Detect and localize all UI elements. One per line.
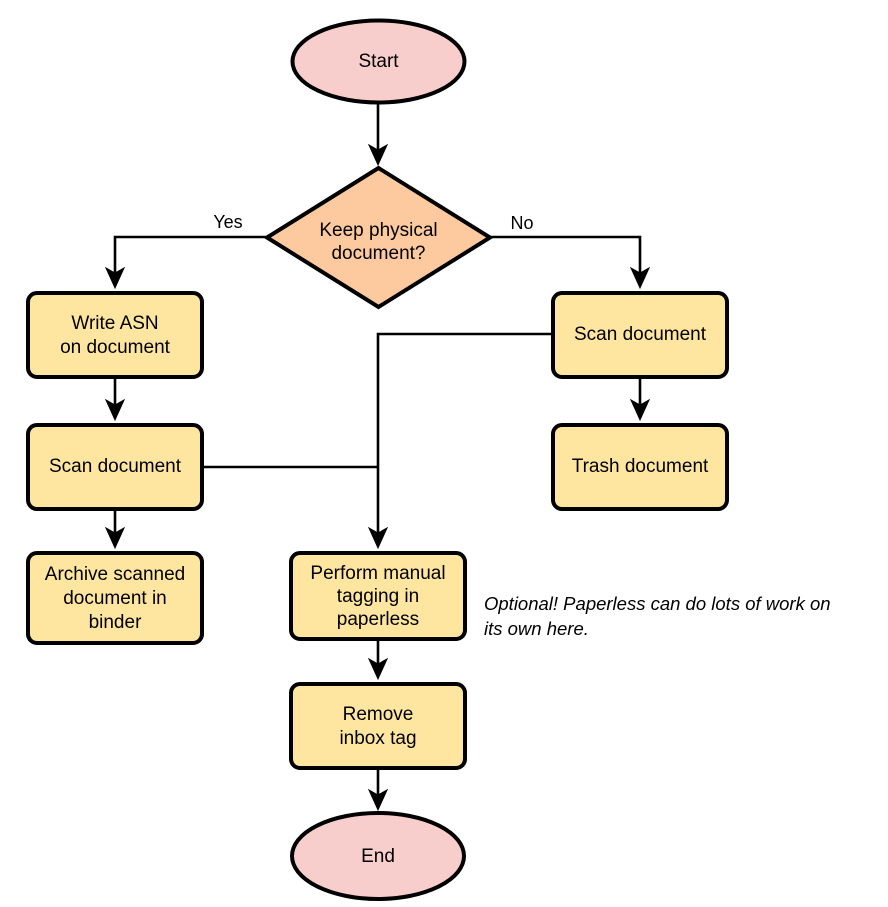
annotation-note: Optional! Paperless can do lots of work …: [484, 593, 831, 639]
edge-scan-right-to-tagging: [367, 332, 551, 550]
annotation-line2: its own here.: [484, 618, 589, 639]
node-start[interactable]: Start: [290, 18, 467, 105]
archive-label-line3: binder: [89, 612, 142, 633]
archive-label-line2: document in: [63, 588, 167, 609]
remove-inbox-label-line1: Remove: [343, 704, 414, 725]
node-end[interactable]: End: [290, 811, 466, 901]
decision-diamond: [263, 165, 494, 310]
node-scan-document-right[interactable]: Scan document: [551, 291, 729, 379]
write-asn-box: [26, 291, 204, 379]
end-label: End: [361, 846, 395, 867]
archive-label-line1: Archive scanned: [45, 564, 185, 585]
tagging-box: [289, 551, 467, 641]
scan-document-left-label: Scan document: [49, 456, 182, 477]
write-asn-label-line2: on document: [60, 337, 171, 358]
archive-box: [26, 551, 204, 645]
node-scan-document-left[interactable]: Scan document: [26, 423, 204, 511]
remove-inbox-box: [289, 682, 467, 770]
tagging-label-line3: paperless: [337, 609, 419, 630]
trash-document-label: Trash document: [572, 456, 709, 477]
edge-label-no: No: [510, 213, 533, 233]
edge-decision-yes-to-write-asn: [104, 235, 266, 290]
edge-decision-no-to-scan-right: [490, 235, 651, 290]
trash-document-box: [551, 423, 729, 511]
decision-label-line1: Keep physical: [319, 220, 437, 241]
node-write-asn-on-document[interactable]: Write ASN on document: [26, 291, 204, 379]
scan-document-left-box: [26, 423, 204, 511]
node-remove-inbox-tag[interactable]: Remove inbox tag: [289, 682, 467, 770]
start-ellipse: [290, 18, 467, 105]
node-archive-scanned-document[interactable]: Archive scanned document in binder: [26, 551, 204, 645]
start-label: Start: [358, 51, 399, 72]
edge-label-yes: Yes: [213, 212, 242, 232]
node-perform-manual-tagging[interactable]: Perform manual tagging in paperless: [289, 551, 467, 641]
node-trash-document[interactable]: Trash document: [551, 423, 729, 511]
remove-inbox-label-line2: inbox tag: [339, 728, 416, 749]
tagging-label-line1: Perform manual: [310, 563, 445, 584]
tagging-label-line2: tagging in: [337, 586, 419, 607]
write-asn-label-line1: Write ASN: [71, 313, 158, 334]
scan-document-right-box: [551, 291, 729, 379]
end-ellipse: [290, 811, 466, 901]
node-decision-keep-physical-document[interactable]: Keep physical document?: [263, 165, 494, 310]
scan-document-right-label: Scan document: [574, 324, 707, 345]
decision-label-line2: document?: [331, 243, 425, 264]
annotation-line1: Optional! Paperless can do lots of work …: [484, 593, 831, 614]
